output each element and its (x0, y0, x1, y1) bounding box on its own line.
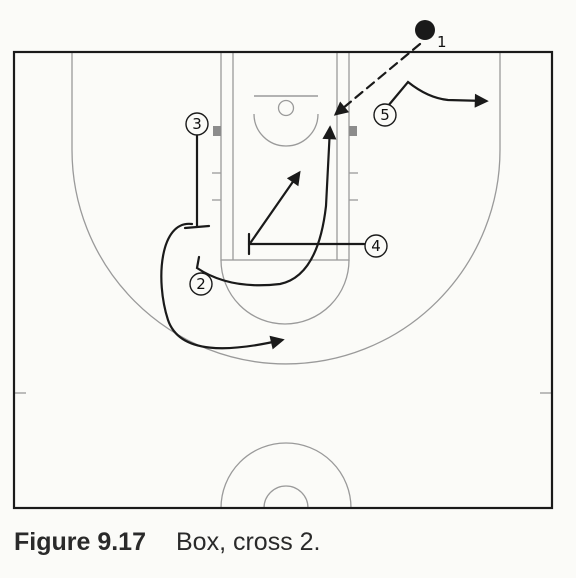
three-point-arc (71, 52, 501, 365)
cut-path-p5 (386, 80, 489, 108)
restricted-arc (253, 113, 319, 147)
block-mark-left (213, 126, 221, 136)
free-throw-lane (220, 51, 350, 261)
figure-caption: Figure 9.17 Box, cross 2. (14, 528, 321, 557)
cut-path-p4 (249, 170, 301, 244)
court-lines (14, 51, 552, 509)
player-label: 2 (196, 275, 206, 293)
ball-handler-marker (415, 20, 435, 40)
player-4: 4 (364, 234, 388, 258)
free-throw-circle-lower (220, 259, 350, 325)
player-actions (160, 42, 489, 350)
figure-title: Box, cross 2. (176, 528, 321, 556)
player-1: 1 (415, 20, 447, 51)
player-label: 5 (380, 106, 390, 124)
court-boundary (12, 50, 554, 510)
player-label: 3 (192, 115, 202, 133)
cut-path-p3 (160, 222, 285, 350)
pass-line-p1 (333, 42, 422, 116)
center-circle-inner (263, 485, 309, 509)
player-3: 3 (185, 112, 209, 136)
block-mark-right (349, 126, 357, 136)
figure-number: Figure 9.17 (14, 528, 146, 556)
screen-bar-p3 (183, 224, 211, 230)
player-2: 2 (189, 272, 213, 296)
center-circle (220, 442, 352, 509)
court-diagram: 1 2 3 4 5 (12, 20, 554, 510)
player-5: 5 (373, 103, 397, 127)
hoop (277, 99, 295, 117)
player-label: 1 (437, 33, 447, 51)
player-label: 4 (371, 237, 381, 255)
cut-path-p2 (195, 125, 337, 287)
